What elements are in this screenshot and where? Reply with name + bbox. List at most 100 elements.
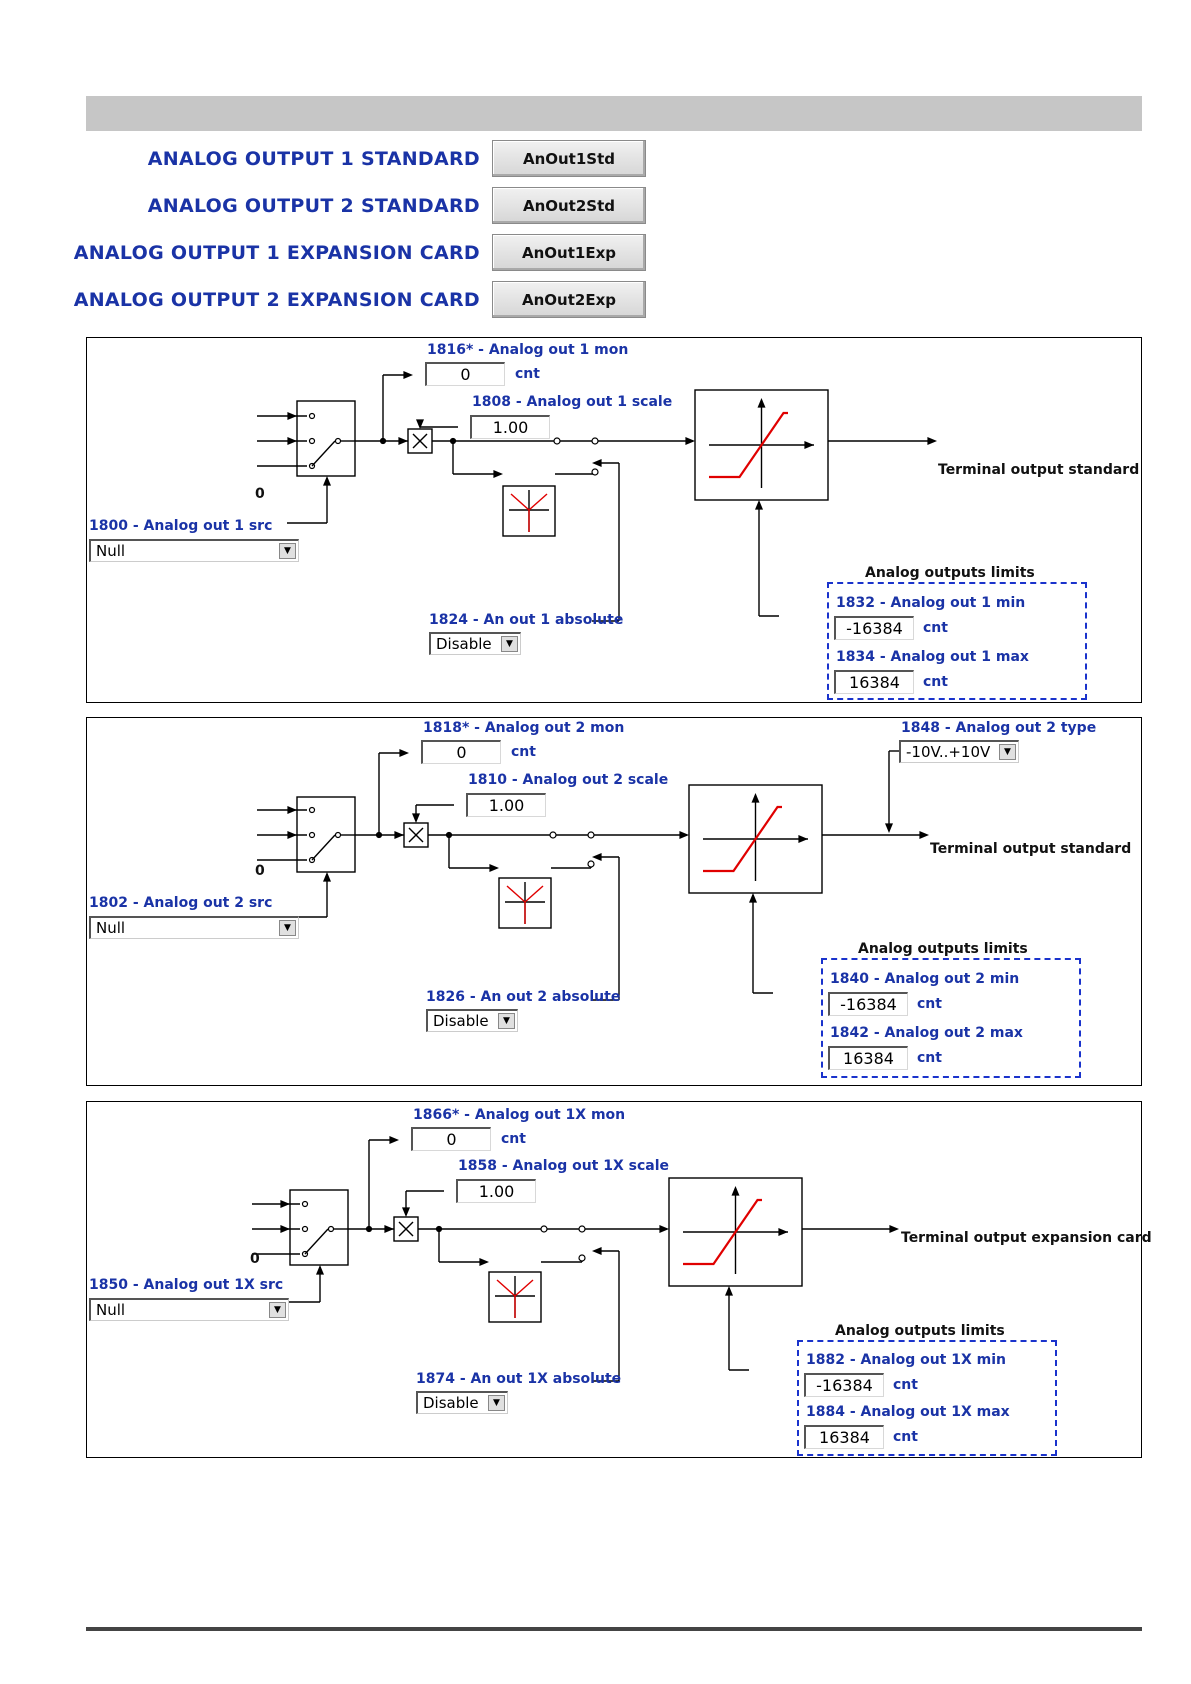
abs-select[interactable]: Disable ▼ bbox=[429, 632, 521, 655]
selector-switch-blade bbox=[311, 440, 336, 467]
zero-input-label: 0 bbox=[255, 486, 265, 502]
src-label: 1850 - Analog out 1X src bbox=[89, 1277, 284, 1293]
anout1std-button[interactable]: AnOut1Std bbox=[492, 140, 646, 177]
max-label: 1834 - Analog out 1 max bbox=[836, 649, 1029, 665]
chevron-down-icon[interactable]: ▼ bbox=[999, 744, 1016, 760]
max-label: 1842 - Analog out 2 max bbox=[830, 1025, 1023, 1041]
anout2exp-button[interactable]: AnOut2Exp bbox=[492, 281, 646, 318]
output-label: Terminal output standard bbox=[938, 462, 1140, 478]
chevron-down-icon[interactable]: ▼ bbox=[279, 920, 296, 936]
abs-select-value: Disable bbox=[423, 1394, 479, 1412]
absolute-switch-contact bbox=[587, 831, 595, 839]
mon-value-field: 0 bbox=[411, 1127, 491, 1151]
min-value-field[interactable]: -16384 bbox=[828, 992, 908, 1016]
nav-row-anout1std: ANALOG OUTPUT 1 STANDARD AnOut1Std bbox=[86, 140, 646, 180]
src-select[interactable]: Null ▼ bbox=[89, 539, 299, 562]
absolute-switch-contact bbox=[549, 831, 557, 839]
max-unit: cnt bbox=[917, 1050, 942, 1066]
selector-switch-block bbox=[296, 400, 356, 477]
output-label: Terminal output expansion card bbox=[901, 1230, 1152, 1246]
src-select-value: Null bbox=[96, 919, 126, 937]
src-label: 1800 - Analog out 1 src bbox=[89, 518, 273, 534]
limiter-axis-arrow bbox=[804, 441, 814, 449]
chevron-down-icon[interactable]: ▼ bbox=[269, 1302, 286, 1318]
abs-block-arrow bbox=[489, 864, 499, 872]
nav-row-anout2std: ANALOG OUTPUT 2 STANDARD AnOut2Std bbox=[86, 187, 646, 227]
abs-symbol-curve bbox=[524, 885, 544, 903]
chevron-down-icon[interactable]: ▼ bbox=[279, 543, 296, 559]
max-label: 1884 - Analog out 1X max bbox=[806, 1404, 1010, 1420]
src-select[interactable]: Null ▼ bbox=[89, 916, 299, 939]
min-unit: cnt bbox=[923, 620, 948, 636]
limits-group bbox=[821, 958, 1081, 1078]
absolute-switch-contact bbox=[540, 1225, 548, 1233]
limiter-axis-arrow bbox=[798, 835, 808, 843]
limiter-input-arrow bbox=[659, 1225, 669, 1233]
chevron-down-icon[interactable]: ▼ bbox=[501, 636, 518, 652]
scale-value-field[interactable]: 1.00 bbox=[470, 415, 550, 439]
nav-label-anout2std: ANALOG OUTPUT 2 STANDARD bbox=[147, 195, 480, 217]
monitor-arrow bbox=[403, 371, 413, 379]
limits-feed-arrow bbox=[725, 1286, 733, 1296]
selector-common-contact bbox=[334, 831, 342, 839]
chevron-down-icon[interactable]: ▼ bbox=[488, 1395, 505, 1411]
min-value-field[interactable]: -16384 bbox=[834, 616, 914, 640]
anout1exp-button[interactable]: AnOut1Exp bbox=[492, 234, 646, 271]
multiplier-input-arrow bbox=[384, 1225, 394, 1233]
footer-rule bbox=[86, 1627, 1142, 1631]
limits-title: Analog outputs limits bbox=[858, 941, 1028, 957]
selector-contact bbox=[308, 412, 316, 420]
abs-label: 1824 - An out 1 absolute bbox=[429, 612, 624, 628]
output-label: Terminal output standard bbox=[930, 841, 1132, 857]
type-feed-arrow bbox=[885, 823, 893, 833]
chevron-down-icon[interactable]: ▼ bbox=[498, 1013, 515, 1029]
limiter-axis-arrow bbox=[778, 1228, 788, 1236]
limiter-axis-arrow bbox=[731, 1186, 740, 1196]
limiter-ramp-curve bbox=[709, 411, 788, 479]
max-value-field[interactable]: 16384 bbox=[804, 1425, 884, 1449]
abs-select[interactable]: Disable ▼ bbox=[426, 1009, 518, 1032]
nav-row-anout1exp: ANALOG OUTPUT 1 EXPANSION CARD AnOut1Exp bbox=[74, 234, 646, 274]
multiplier-symbol bbox=[408, 827, 424, 843]
signal-flow-diagram bbox=[257, 371, 937, 622]
min-value-field[interactable]: -16384 bbox=[804, 1373, 884, 1397]
abs-symbol-curve bbox=[528, 493, 548, 511]
selector-contact bbox=[308, 806, 316, 814]
signal-flow-diagram bbox=[257, 749, 929, 1001]
mon-unit: cnt bbox=[511, 744, 536, 760]
src-select[interactable]: Null ▼ bbox=[89, 1298, 289, 1321]
selector-contact bbox=[308, 831, 316, 839]
min-unit: cnt bbox=[893, 1377, 918, 1393]
absolute-switch-contact bbox=[578, 1254, 586, 1262]
src-feed-arrow bbox=[316, 1265, 324, 1275]
abs-select[interactable]: Disable ▼ bbox=[416, 1391, 508, 1414]
analog-out-2-panel: 1818* - Analog out 2 mon 0 cnt 1810 - An… bbox=[86, 717, 1142, 1086]
min-label: 1840 - Analog out 2 min bbox=[830, 971, 1020, 987]
mon-value-field: 0 bbox=[425, 362, 505, 386]
min-label: 1832 - Analog out 1 min bbox=[836, 595, 1026, 611]
max-unit: cnt bbox=[893, 1429, 918, 1445]
absolute-switch-contact bbox=[553, 437, 561, 445]
monitor-arrow bbox=[389, 1136, 399, 1144]
nav-label-anout1exp: ANALOG OUTPUT 1 EXPANSION CARD bbox=[73, 242, 480, 264]
type-select[interactable]: -10V..+10V ▼ bbox=[899, 740, 1019, 763]
limiter-input-arrow bbox=[679, 831, 689, 839]
analog-out-1-panel: 1816* - Analog out 1 mon 0 cnt 1808 - An… bbox=[86, 337, 1142, 703]
src-select-value: Null bbox=[96, 542, 126, 560]
src-feed-arrow bbox=[323, 476, 331, 486]
selector-contact bbox=[308, 437, 316, 445]
mon-label: 1818* - Analog out 2 mon bbox=[423, 720, 625, 736]
src-select-value: Null bbox=[96, 1301, 126, 1319]
anout2std-button[interactable]: AnOut2Std bbox=[492, 187, 646, 224]
selector-switch-blade bbox=[311, 834, 336, 861]
nav-row-anout2exp: ANALOG OUTPUT 2 EXPANSION CARD AnOut2Exp bbox=[74, 281, 646, 321]
limiter-ramp-curve bbox=[703, 805, 782, 873]
abs-label: 1874 - An out 1X absolute bbox=[416, 1371, 622, 1387]
max-value-field[interactable]: 16384 bbox=[828, 1046, 908, 1070]
scale-value-field[interactable]: 1.00 bbox=[456, 1179, 536, 1203]
src-feed-arrow bbox=[323, 872, 331, 882]
max-value-field[interactable]: 16384 bbox=[834, 670, 914, 694]
output-arrow bbox=[927, 437, 937, 445]
scale-value-field[interactable]: 1.00 bbox=[466, 793, 546, 817]
limits-title: Analog outputs limits bbox=[835, 1323, 1005, 1339]
